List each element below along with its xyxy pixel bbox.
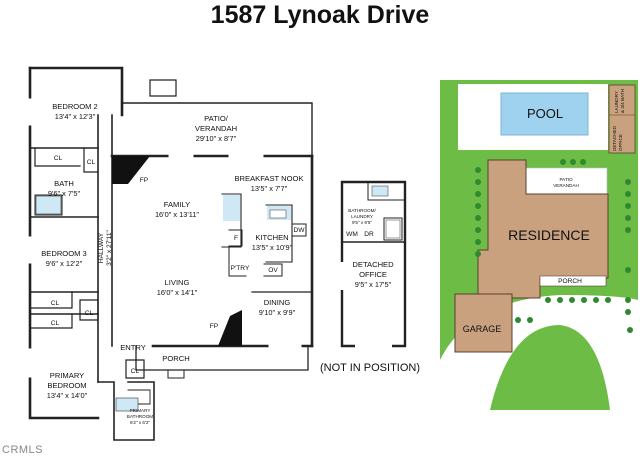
dishwasher-label: DW [294,227,306,234]
patio-label: PATIO/ [204,114,229,123]
detached-office-label: DETACHED [352,260,394,269]
kitchen-size: 13'5" x 10'9" [252,243,293,252]
garage-building [454,293,513,353]
fireplace-living [218,310,242,346]
detached-office-size: 9'5" x 17'5" [355,280,392,289]
breakfast-nook-label: BREAKFAST NOOK [234,174,303,183]
detached-office-building [608,84,636,154]
bedroom2-label: BEDROOM 2 [52,102,98,111]
fridge-label: F [234,235,238,242]
pool-label: POOL [527,106,563,121]
primary-bath-label: PRIMARY [130,408,151,413]
residence-building [477,159,609,319]
site-detached-office-label: DETACHED [612,125,617,151]
pool [500,92,589,136]
kitchen-range [269,209,287,219]
washer-label: WM [346,231,358,238]
living-size: 16'0" x 14'1" [157,288,198,297]
site-plan: POOL RESIDENCE GARAGE PORCH PATIO VERAND… [440,80,638,410]
bedroom3-label: BEDROOM 3 [41,249,87,258]
main-floor-plan [28,66,314,441]
hallway-label: HALLWAY [98,232,105,263]
watermark: CRMLS [2,444,44,456]
primary-bedroom-label: PRIMARY [50,371,84,380]
bathtub [35,195,62,215]
residence-label: RESIDENCE [508,227,590,243]
office-bath-size: 9'5" x 9'5" [352,220,372,225]
office-bath-sink [371,185,389,197]
detached-office-label-2: OFFICE [359,270,387,279]
closet-label-primary: CL [51,320,60,327]
bath-size: 9'6" x 7'5" [48,189,81,198]
breakfast-nook-size: 13'5" x 7'7" [251,184,288,193]
primary-bedroom-label-2: BEDROOM [47,381,86,390]
office-bath-label: BATHROOM/ [348,208,376,213]
family-label: FAMILY [164,200,190,209]
oven-label: OV [268,267,278,274]
office-plan [340,180,407,348]
dryer-label: DR [364,231,374,238]
closet-label-bedroom2: CL [54,155,63,162]
living-label: LIVING [165,278,190,287]
bedroom3-size: 9'6" x 12'2" [46,259,83,268]
site-detached-office-label-2: OFFICE [618,134,623,151]
pantry-label: P'TRY [231,265,250,272]
fireplace-family [112,156,150,184]
primary-bath-size: 6'2" x 6'2" [130,420,150,425]
dining-label: DINING [264,298,291,307]
office-bath-label-2: LAUNDRY [351,214,373,219]
site-laundry-label-2: & 3/4 BATH [620,89,625,113]
site-patio [524,167,608,195]
patio-size: 29'10" x 8'7" [196,134,237,143]
site-verandah-label: VERANDAH [553,183,579,188]
site-porch-label: PORCH [558,278,582,285]
entry-label: ENTRY [120,343,146,352]
page-title: 1587 Lynoak Drive [210,1,430,29]
dining-size: 9'10" x 9'9" [259,308,296,317]
site-laundry-label: LAUNDRY [614,91,619,113]
bedroom2-size: 13'4" x 12'3" [55,112,96,121]
porch-label: PORCH [162,354,189,363]
shrub-row [475,159,633,333]
hallway-size: 3'2" x 27'11" [106,230,113,266]
family-size: 16'0" x 13'11" [155,210,199,219]
site-lawn-front [515,352,600,410]
bath-label: BATH [54,179,74,188]
porch-pad [539,275,607,287]
patio-label-2: VERANDAH [195,124,237,133]
office-labels: BATHROOM/ LAUNDRY 9'5" x 9'5" WM DR DETA… [320,208,420,374]
closet-label-hall: CL [87,159,96,166]
site-patio-label: PATIO [559,177,573,182]
closet-label-bedroom3: CL [51,300,60,307]
closet-label-primary-bath: CL [131,368,140,375]
kitchen-label: KITCHEN [255,233,288,242]
primary-bath-label-2: BATHROOM [127,414,153,419]
primary-bedroom-size: 13'4" x 14'0" [47,391,88,400]
closet-label-hall2: CL [85,310,94,317]
not-in-position-note: (NOT IN POSITION) [320,362,420,374]
room-labels: BEDROOM 2 13'4" x 12'3" PATIO/ VERANDAH … [41,102,305,425]
kitchen-island [223,195,240,221]
fireplace-label-family: FP [140,177,149,184]
garage-label: GARAGE [463,324,502,334]
fireplace-label-living: FP [210,323,219,330]
office-shower [385,219,401,239]
primary-bathtub [115,397,139,412]
